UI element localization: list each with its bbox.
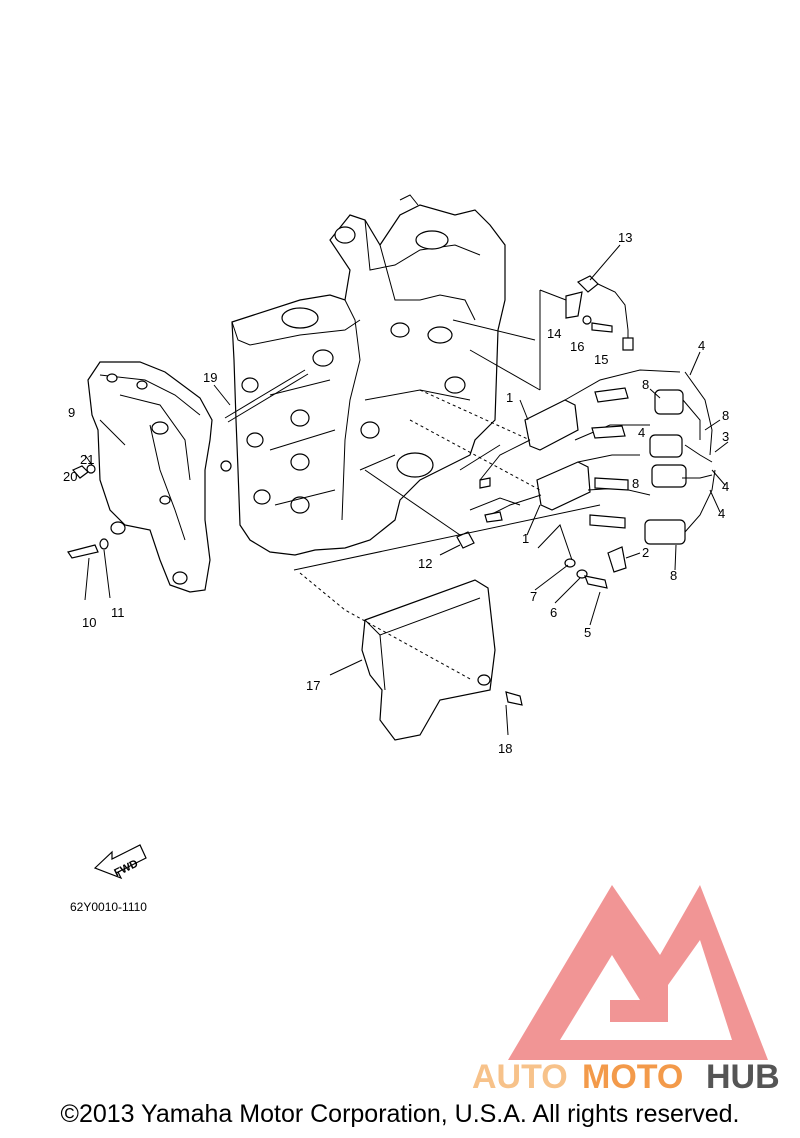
label-7: 7 bbox=[530, 589, 537, 604]
label-4: 4 bbox=[638, 425, 645, 440]
watermark-part2: MOTO bbox=[582, 1058, 683, 1096]
label-10: 10 bbox=[82, 615, 96, 630]
watermark-part1: AUTO bbox=[472, 1058, 568, 1096]
label-2: 2 bbox=[642, 545, 649, 560]
label-20: 20 bbox=[63, 469, 77, 484]
label-1: 1 bbox=[506, 390, 513, 405]
engine-block bbox=[231, 194, 506, 556]
label-5: 5 bbox=[584, 625, 591, 640]
label-19: 19 bbox=[203, 370, 217, 385]
label-8: 8 bbox=[722, 408, 729, 423]
label-8: 8 bbox=[670, 568, 677, 583]
label-14: 14 bbox=[547, 326, 561, 341]
part-labels: 1 1 2 3 4 4 4 4 5 6 7 8 8 8 8 9 10 11 12… bbox=[63, 230, 729, 756]
plug-caps bbox=[644, 371, 716, 545]
watermark-text: AUTO MOTO HUB bbox=[472, 1058, 780, 1096]
label-4: 4 bbox=[698, 338, 705, 353]
spark-plugs bbox=[589, 387, 629, 529]
label-18: 18 bbox=[498, 741, 512, 756]
label-13: 13 bbox=[618, 230, 632, 245]
watermark-part3: HUB bbox=[706, 1058, 780, 1096]
label-3: 3 bbox=[722, 429, 729, 444]
label-9: 9 bbox=[68, 405, 75, 420]
label-6: 6 bbox=[550, 605, 557, 620]
stud-bolt bbox=[224, 369, 309, 423]
small-parts bbox=[67, 460, 627, 589]
cover bbox=[361, 579, 523, 741]
label-8: 8 bbox=[642, 377, 649, 392]
label-11: 11 bbox=[111, 605, 125, 620]
mounting-bracket bbox=[87, 361, 213, 593]
label-16: 16 bbox=[570, 339, 584, 354]
label-15: 15 bbox=[594, 352, 608, 367]
label-17: 17 bbox=[306, 678, 320, 693]
watermark-logo-icon bbox=[508, 885, 768, 1060]
leader-lines bbox=[84, 244, 729, 736]
fwd-arrow-icon: FWD bbox=[93, 844, 147, 879]
sensor-assembly bbox=[565, 275, 634, 351]
label-21: 21 bbox=[80, 452, 94, 467]
label-4: 4 bbox=[722, 479, 729, 494]
label-12: 12 bbox=[418, 556, 432, 571]
label-8: 8 bbox=[632, 476, 639, 491]
ignition-coils bbox=[479, 369, 681, 516]
label-4: 4 bbox=[718, 506, 725, 521]
diagram-code: 62Y0010-1110 bbox=[70, 900, 147, 914]
copyright-notice: ©2013 Yamaha Motor Corporation, U.S.A. A… bbox=[60, 1100, 740, 1128]
label-1: 1 bbox=[522, 531, 529, 546]
